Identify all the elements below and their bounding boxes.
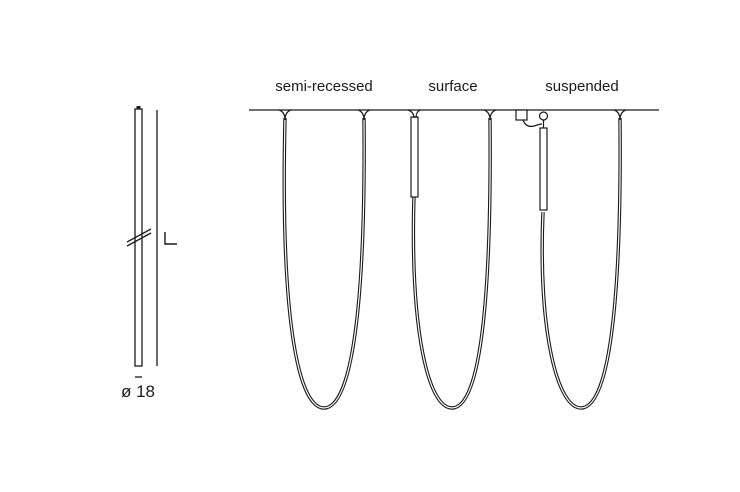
loops xyxy=(278,109,627,410)
length-dimension-glyph xyxy=(164,232,177,245)
profile-side-view xyxy=(126,106,158,378)
label-suspended: suspended xyxy=(545,78,619,95)
loop-suspended xyxy=(515,109,627,410)
diameter-label: ø 18 xyxy=(120,382,156,401)
loop-semi-recessed xyxy=(278,109,371,410)
loop-surface xyxy=(407,109,497,410)
label-surface: surface xyxy=(428,78,478,95)
label-semi-recessed: semi-recessed xyxy=(275,78,373,95)
